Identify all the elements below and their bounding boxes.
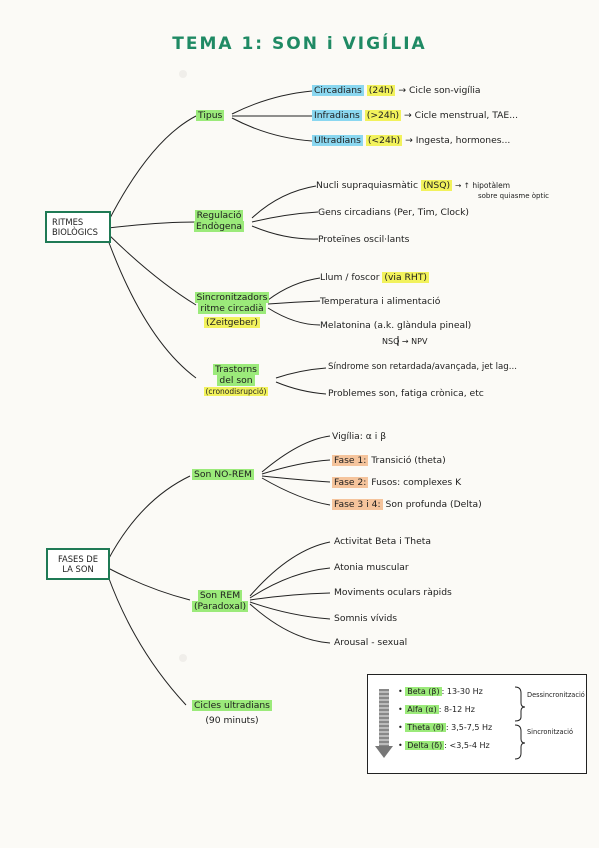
tag-fase34: Fase 3 i 4: bbox=[332, 499, 383, 510]
tipus-item-circadians: Circadians (24h) → Cicle son-vigília bbox=[312, 85, 481, 96]
tipus-item-ultradians: Ultradians (<24h) → Ingesta, hormones... bbox=[312, 135, 510, 146]
root-ritmes-line1: RITMES bbox=[52, 217, 84, 227]
root-fases-son: FASES DE LA SON bbox=[46, 548, 110, 580]
node-son-rem: Son REM (Paradoxal) bbox=[190, 590, 250, 612]
node-cicles-sub: (90 minuts) bbox=[205, 715, 259, 726]
sinc-item-temperatura: Temperatura i alimentació bbox=[320, 296, 441, 307]
node-sincronitzadors: Sincronitzadors ritme circadià (Zeitgebe… bbox=[194, 292, 270, 328]
term-infradians: Infradians bbox=[312, 110, 362, 121]
legend-row-beta: • Beta (β): 13-30 Hz bbox=[398, 687, 483, 696]
node-trastorns-line3: (cronodisrupció) bbox=[203, 387, 269, 396]
page-title: TEMA 1: SON i VIGÍLIA bbox=[172, 34, 427, 54]
term-ultradians: Ultradians bbox=[312, 135, 363, 146]
eeg-waves-legend: • Beta (β): 13-30 Hz • Alfa (α): 8-12 Hz… bbox=[367, 674, 587, 774]
text-llum: Llum / foscor bbox=[320, 272, 380, 283]
text-fase34: Son profunda (Delta) bbox=[385, 499, 482, 510]
tag-lt-24h: (<24h) bbox=[365, 135, 403, 146]
node-trastorns: Trastorns del son (cronodisrupció) bbox=[196, 364, 276, 397]
node-tipus-label: Tipus bbox=[196, 110, 225, 121]
node-cicles-ultradians: Cicles ultradians (90 minuts) bbox=[184, 700, 280, 726]
desc-nsq: → ↑ hipotàlem bbox=[455, 181, 511, 190]
frequency-arrow-bar bbox=[379, 689, 389, 747]
node-nrem-label: Son NO-REM bbox=[192, 469, 254, 480]
wave-theta-range: 3,5-7,5 Hz bbox=[451, 723, 493, 732]
root-fases-line2: LA SON bbox=[62, 564, 94, 574]
node-regulacio-line2: Endògena bbox=[194, 221, 245, 232]
node-trastorns-line1: Trastorns bbox=[213, 364, 259, 375]
tag-gt-24h: (>24h) bbox=[364, 110, 402, 121]
sinc-item-nsq-npv: NSQ → NPV bbox=[382, 337, 428, 346]
wave-delta-range: <3,5-4 Hz bbox=[449, 741, 490, 750]
wave-alfa-range: 8-12 Hz bbox=[444, 705, 475, 714]
root-ritmes-biologics: RITMES BIOLÒGICS bbox=[45, 211, 111, 243]
wave-alfa-name: Alfa (α) bbox=[405, 705, 439, 714]
term-circadians: Circadians bbox=[312, 85, 364, 96]
root-fases-line1: FASES DE bbox=[57, 554, 99, 564]
regulacio-item-proteines: Proteïnes oscil·lants bbox=[318, 234, 410, 245]
sinc-item-melatonina: Melatonina (a.k. glàndula pineal) bbox=[320, 320, 472, 331]
legend-braces bbox=[514, 686, 526, 760]
root-ritmes-line2: BIOLÒGICS bbox=[52, 227, 98, 237]
rem-item-moviments: Moviments oculars ràpids bbox=[334, 587, 452, 598]
tag-fase2: Fase 2: bbox=[332, 477, 369, 488]
desc-ultradians: → Ingesta, hormones... bbox=[405, 135, 511, 146]
punch-hole bbox=[179, 70, 187, 78]
rem-item-somnis: Somnis vívids bbox=[334, 613, 398, 624]
rem-item-atonia: Atonia muscular bbox=[334, 562, 409, 573]
tag-24h: (24h) bbox=[366, 85, 396, 96]
desc-infradians: → Cicle menstrual, TAE... bbox=[404, 110, 518, 121]
arrow-down-icon bbox=[375, 746, 393, 758]
node-son-no-rem: Son NO-REM bbox=[192, 469, 254, 480]
legend-desync: Dessincronització bbox=[527, 691, 585, 699]
tipus-item-infradians: Infradians (>24h) → Cicle menstrual, TAE… bbox=[312, 110, 518, 121]
sinc-item-llum: Llum / foscor (via RHT) bbox=[320, 272, 430, 283]
wave-theta-name: Theta (θ) bbox=[405, 723, 446, 732]
text-fase1: Transició (theta) bbox=[371, 455, 446, 466]
node-regulacio-line1: Regulació bbox=[194, 210, 244, 221]
wave-beta-range: 13-30 Hz bbox=[446, 687, 483, 696]
regulacio-item-quiasme: sobre quiasme òptic bbox=[478, 192, 550, 200]
text-fase2: Fusos: complexes K bbox=[371, 477, 462, 488]
punch-hole bbox=[179, 654, 187, 662]
legend-row-alfa: • Alfa (α): 8-12 Hz bbox=[398, 705, 475, 714]
node-tipus: Tipus bbox=[196, 110, 225, 121]
node-sinc-zeitgeber: (Zeitgeber) bbox=[203, 317, 261, 328]
trastorns-item-problemes: Problemes son, fatiga crònica, etc bbox=[328, 388, 484, 399]
node-cicles-label: Cicles ultradians bbox=[192, 700, 272, 711]
legend-row-delta: • Delta (δ): <3,5-4 Hz bbox=[398, 741, 490, 750]
legend-sync: Sincronització bbox=[527, 728, 574, 736]
desc-circadians: → Cicle son-vigília bbox=[398, 85, 481, 96]
node-sinc-line2: ritme circadià bbox=[198, 303, 266, 314]
tag-via-rht: (via RHT) bbox=[382, 272, 430, 283]
node-regulacio-endogena: Regulació Endògena bbox=[194, 210, 245, 232]
regulacio-item-nsq: Nucli supraquiasmàtic (NSQ) → ↑ hipotàle… bbox=[316, 180, 510, 191]
rem-item-arousal: Arousal - sexual bbox=[334, 637, 408, 648]
node-sinc-line1: Sincronitzadors bbox=[194, 292, 270, 303]
tag-fase1: Fase 1: bbox=[332, 455, 369, 466]
trastorns-item-sindrome: Síndrome son retardada/avançada, jet lag… bbox=[328, 362, 517, 372]
node-rem-line1: Son REM bbox=[197, 590, 243, 601]
legend-row-theta: • Theta (θ): 3,5-7,5 Hz bbox=[398, 723, 493, 732]
nrem-item-fase2: Fase 2: Fusos: complexes K bbox=[332, 477, 461, 488]
node-rem-line2: (Paradoxal) bbox=[191, 601, 249, 612]
wave-delta-name: Delta (δ) bbox=[405, 741, 445, 750]
nrem-item-fase1: Fase 1: Transició (theta) bbox=[332, 455, 446, 466]
nrem-item-vigilia: Vigília: α i β bbox=[332, 431, 387, 442]
wave-beta-name: Beta (β) bbox=[405, 687, 442, 696]
regulacio-item-gens: Gens circadians (Per, Tim, Clock) bbox=[318, 207, 469, 218]
text-nsq: Nucli supraquiasmàtic bbox=[316, 180, 419, 191]
rem-item-activitat: Activitat Beta i Theta bbox=[334, 536, 431, 547]
node-trastorns-line2: del son bbox=[217, 375, 255, 386]
tag-nsq: (NSQ) bbox=[420, 180, 453, 191]
nrem-item-fase34: Fase 3 i 4: Son profunda (Delta) bbox=[332, 499, 482, 510]
